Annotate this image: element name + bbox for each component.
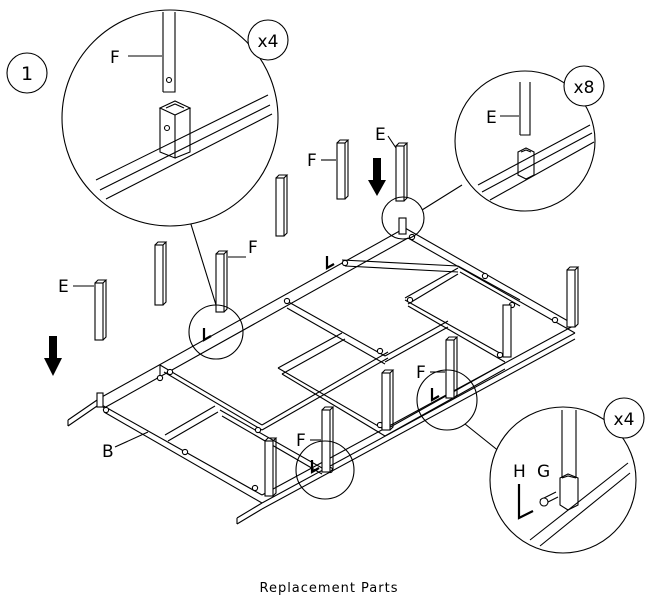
post-f-float-1: [154, 241, 168, 306]
post-f-mid: [215, 250, 229, 313]
posts: [94, 139, 580, 497]
allen-key-icon: [202, 328, 212, 342]
allen-key-icons: [202, 256, 440, 474]
label-f-top: F: [307, 151, 317, 171]
post-e-top: [395, 142, 409, 202]
main-part-labels: E E F F F F B: [58, 125, 445, 462]
part-label-e: E: [486, 108, 497, 128]
right-section-rails: [341, 259, 521, 363]
callout-qty: x4: [258, 32, 279, 52]
post-installed-left: [96, 392, 104, 408]
center-section-rails: [277, 299, 506, 437]
callout-top-left: x4 F: [61, 9, 289, 227]
post-e-left: [94, 279, 108, 341]
post-f-float-3: [336, 139, 350, 200]
post-installed-center: [381, 369, 395, 431]
callout-qty: x8: [574, 78, 595, 98]
part-label-h: H: [513, 462, 526, 482]
zoom-marker: [381, 196, 425, 240]
allen-key-icon: [310, 460, 320, 474]
part-label-f: F: [110, 48, 120, 68]
label-e-top: E: [375, 125, 386, 145]
label-e-left: E: [58, 277, 69, 297]
step-number: 1: [21, 63, 33, 85]
label-f-mid: F: [248, 238, 258, 258]
callout-top-right: x8 E: [454, 65, 605, 212]
zoom-marker: [416, 369, 478, 431]
post-installed-right2: [502, 304, 512, 358]
allen-key-icon: [325, 256, 335, 270]
post-installed-right: [566, 266, 580, 328]
post-installed-mid: [321, 406, 335, 473]
down-arrow-icon: [368, 158, 386, 196]
label-f-bottom: F: [296, 431, 306, 451]
zoom-leader-lines: [184, 184, 511, 461]
callout-qty: x4: [614, 410, 635, 430]
down-arrow-icons: [44, 158, 386, 376]
part-label-g: G: [537, 462, 550, 482]
zoom-marker: [295, 440, 355, 500]
label-f-right: F: [416, 363, 426, 383]
label-b: B: [102, 442, 114, 462]
post-installed-back: [398, 217, 407, 235]
post-installed-notch: [445, 336, 459, 399]
step-badge: 1: [6, 52, 48, 94]
callout-bottom-right: x4 H G: [489, 397, 645, 554]
left-section-rails: [159, 351, 389, 475]
down-arrow-icon: [44, 336, 62, 376]
allen-key-icon: [430, 388, 440, 402]
caption: Replacement Parts: [259, 581, 399, 596]
post-installed-front: [264, 437, 278, 497]
post-f-float-2: [275, 174, 289, 237]
zoom-marker: [188, 304, 244, 360]
